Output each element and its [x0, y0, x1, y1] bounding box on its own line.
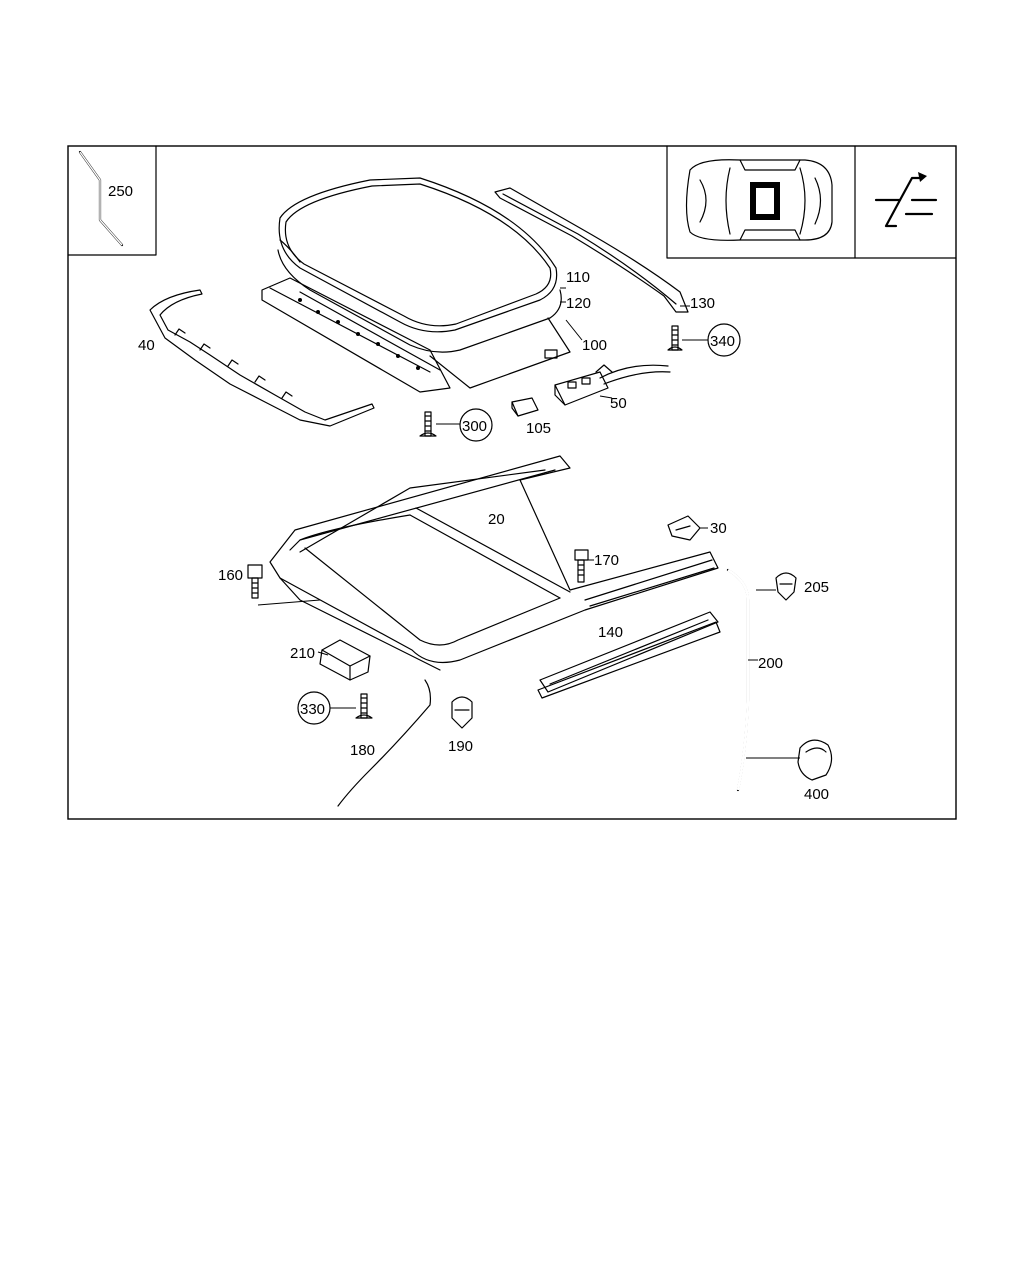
label-300: 300	[462, 418, 487, 435]
label-105: 105	[526, 420, 551, 437]
drain-hose-200	[726, 568, 750, 792]
label-330: 330	[300, 701, 325, 718]
guide-rail-140	[537, 611, 721, 699]
label-200: 200	[758, 655, 783, 672]
cut-section-icon	[874, 172, 938, 228]
frame-holes	[298, 298, 420, 370]
seal-strip-icon	[78, 150, 124, 247]
callout-circle-330	[297, 691, 331, 725]
sunroof-inner-frame	[261, 277, 571, 393]
vehicle-view-box	[666, 145, 957, 259]
wind-deflector-strip	[494, 187, 689, 313]
front-seal-strip	[149, 289, 375, 427]
screw-340	[667, 325, 683, 351]
grommet-190	[451, 696, 473, 729]
sunroof-motor	[554, 364, 671, 406]
drain-valve-400	[797, 739, 833, 781]
screw-330	[355, 693, 373, 719]
drain-hose-180	[337, 679, 432, 807]
label-130: 130	[690, 295, 715, 312]
label-180: 180	[350, 742, 375, 759]
label-250: 250	[108, 183, 133, 200]
label-140: 140	[598, 624, 623, 641]
diagram-frame	[67, 145, 957, 820]
car-top-view-icon	[685, 159, 833, 241]
label-210: 210	[290, 645, 315, 662]
callout-circle-340	[707, 323, 741, 357]
label-340: 340	[710, 333, 735, 350]
clip-30	[667, 515, 701, 541]
screw-160	[247, 564, 263, 599]
label-160: 160	[218, 567, 243, 584]
label-20: 20	[488, 511, 505, 528]
sunroof-glass-panel	[277, 177, 562, 353]
label-40: 40	[138, 337, 155, 354]
label-400: 400	[804, 786, 829, 803]
leader-lines	[257, 287, 800, 759]
label-30: 30	[710, 520, 727, 537]
grommet-205	[775, 572, 797, 601]
sunroof-main-frame	[269, 455, 719, 671]
label-50: 50	[610, 395, 627, 412]
label-100: 100	[582, 337, 607, 354]
detail-box-250	[67, 145, 157, 256]
label-170: 170	[594, 552, 619, 569]
label-110: 110	[566, 269, 590, 286]
actuator-210	[319, 639, 371, 681]
screw-170	[574, 549, 589, 583]
callout-circle-300	[459, 408, 493, 442]
screw-300	[419, 411, 437, 437]
label-120: 120	[566, 295, 591, 312]
label-190: 190	[448, 738, 473, 755]
label-205: 205	[804, 579, 829, 596]
bracket-105	[511, 397, 539, 417]
